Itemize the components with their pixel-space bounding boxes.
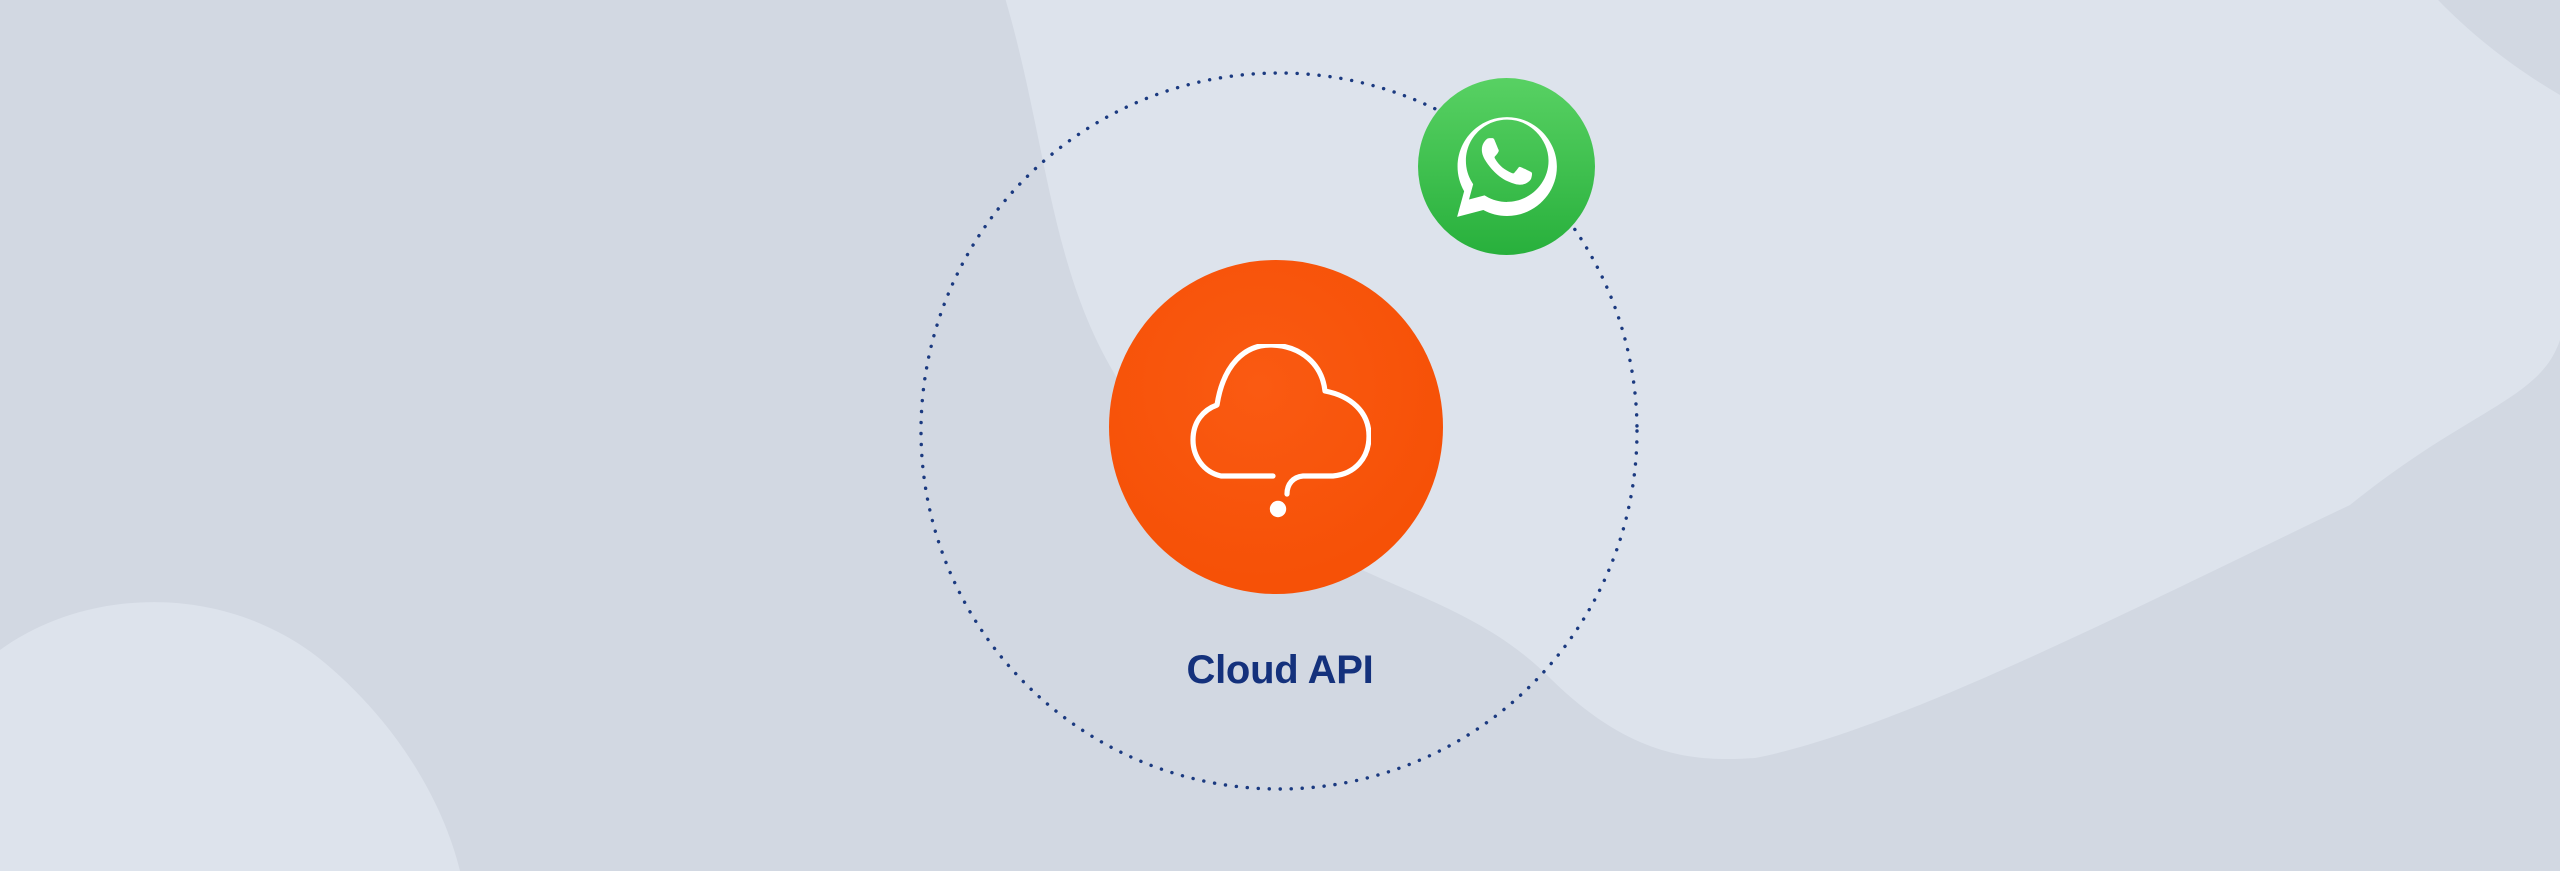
cloud-question-icon bbox=[1190, 344, 1371, 518]
whatsapp-icon bbox=[1456, 116, 1557, 217]
orbit-dotted-circle bbox=[919, 71, 1639, 791]
whatsapp-badge bbox=[1418, 78, 1595, 255]
cloud-api-label: Cloud API bbox=[1186, 648, 1374, 692]
bg-blob-bottom-left bbox=[0, 602, 460, 871]
cloud-api-node bbox=[1109, 260, 1443, 594]
bg-swoosh-right bbox=[1005, 0, 2560, 759]
